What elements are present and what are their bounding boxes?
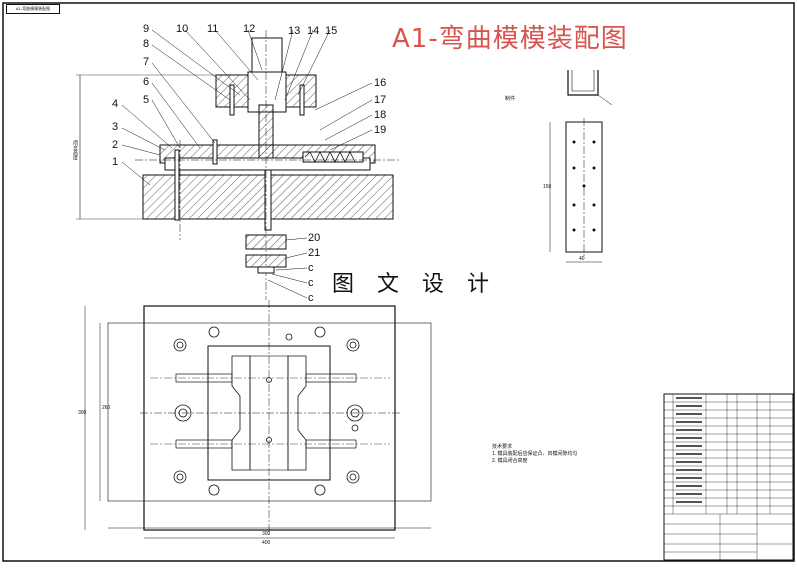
title-block: [663, 393, 794, 561]
ejector-plate: [245, 234, 287, 250]
callout-12: 12: [243, 23, 256, 35]
callout-5: 5: [143, 94, 150, 106]
callout-6: 6: [143, 76, 150, 88]
callout-c1: c: [308, 262, 314, 274]
header-tag: A1-弯曲模模装配图: [6, 4, 60, 14]
callout-4: 4: [112, 98, 119, 110]
callout-13: 13: [288, 25, 301, 37]
callout-9: 9: [143, 23, 150, 35]
note-1: 1. 模具装配后应保证凸、凹模间隙均匀: [492, 451, 578, 457]
callout-15: 15: [325, 25, 338, 37]
callout-2: 2: [112, 139, 119, 151]
part-height: 150: [543, 184, 552, 190]
technical-notes: 技术要求 1. 模具装配后应保证凸、凹模间隙均匀 2. 模具闭合高度: [492, 444, 578, 465]
plan-width-inner: 300: [262, 531, 271, 537]
callout-c3: c: [308, 292, 314, 304]
note-2: 2. 模具闭合高度: [492, 458, 528, 464]
plan-outer-plate: [143, 305, 396, 531]
closed-height-label: 闭合高度: [72, 140, 78, 160]
ejector-rod: [264, 169, 272, 231]
callout-17: 17: [374, 94, 387, 106]
plan-view: [84, 300, 432, 539]
callout-14: 14: [307, 25, 320, 37]
callout-7: 7: [143, 56, 150, 68]
front-section-view: [76, 29, 400, 300]
callout-8: 8: [143, 38, 150, 50]
callout-18: 18: [374, 109, 387, 121]
callout-21: 21: [308, 247, 321, 259]
callout-11: 11: [207, 23, 219, 35]
drawing-title: A1-弯曲模模装配图: [392, 24, 628, 54]
part-width: 40: [579, 256, 585, 262]
callout-16: 16: [374, 77, 387, 89]
callout-10: 10: [176, 23, 189, 35]
callout-3: 3: [112, 121, 119, 133]
part-label: 制件: [505, 96, 516, 102]
plan-height-outer: 300: [78, 410, 87, 416]
callout-20: 20: [308, 232, 321, 244]
plan-height-inner: 260: [102, 405, 111, 411]
part-drawing: [549, 70, 613, 263]
watermark-text: 图 文 设 计: [332, 272, 497, 297]
callout-1: 1: [112, 156, 119, 168]
callout-19: 19: [374, 124, 387, 136]
plan-width-outer: 400: [262, 540, 271, 546]
shank: [251, 37, 283, 76]
callout-c2: c: [308, 277, 314, 289]
notes-title: 技术要求: [492, 444, 513, 450]
